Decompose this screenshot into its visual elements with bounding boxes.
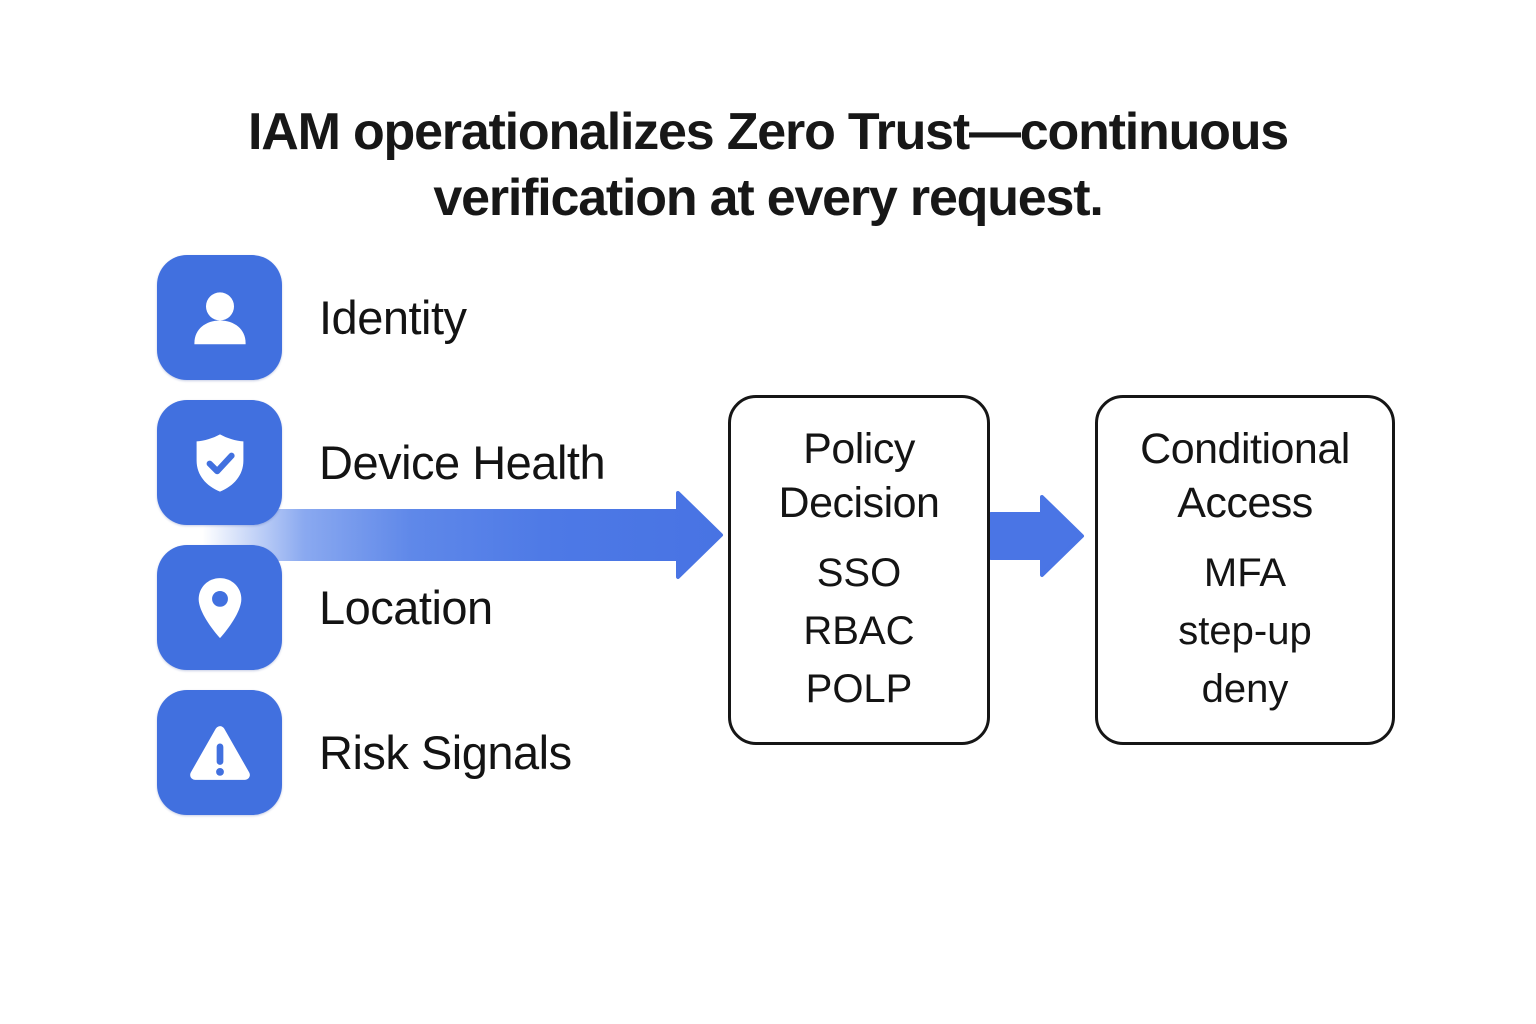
conditional-access-items: MFA step-up deny (1098, 544, 1392, 718)
policy-decision-box: Policy Decision SSO RBAC POLP (728, 395, 990, 745)
signal-item-device-health: Device Health (157, 400, 606, 525)
signal-item-identity: Identity (157, 255, 605, 380)
person-icon (157, 255, 282, 380)
signal-item-risk-signals: Risk Signals (157, 690, 605, 815)
policy-decision-title: Policy Decision (778, 425, 940, 527)
location-pin-icon (157, 545, 282, 670)
conditional-access-title: Conditional Access (1140, 425, 1350, 527)
signal-item-location: Location (157, 545, 605, 670)
policy-item-polp: POLP (805, 667, 913, 711)
shield-check-icon (157, 400, 282, 525)
signal-label-risk-signals: Risk Signals (319, 726, 572, 779)
signal-label-device-health: Device Health (319, 436, 606, 489)
policy-item-sso: SSO (816, 551, 902, 595)
page-title-line-2: verification at every request. (433, 168, 1103, 227)
warning-triangle-icon (157, 690, 282, 815)
policy-decision-items: SSO RBAC POLP (731, 544, 987, 718)
policy-item-rbac: RBAC (803, 609, 915, 653)
page-title-line-1: IAM operationalizes Zero Trust—continuou… (247, 102, 1289, 161)
conditional-item-deny: deny (1201, 667, 1289, 711)
signal-list: Identity Device Health Location (157, 255, 606, 835)
conditional-access-box: Conditional Access MFA step-up deny (1095, 395, 1395, 745)
conditional-item-mfa: MFA (1203, 551, 1287, 595)
conditional-item-step-up: step-up (1178, 609, 1312, 653)
signal-label-location: Location (319, 581, 493, 634)
page-title: IAM operationalizes Zero Trust—continuou… (0, 99, 1536, 231)
right-arrow-solid-icon (989, 495, 1084, 577)
signal-label-identity: Identity (319, 291, 467, 344)
